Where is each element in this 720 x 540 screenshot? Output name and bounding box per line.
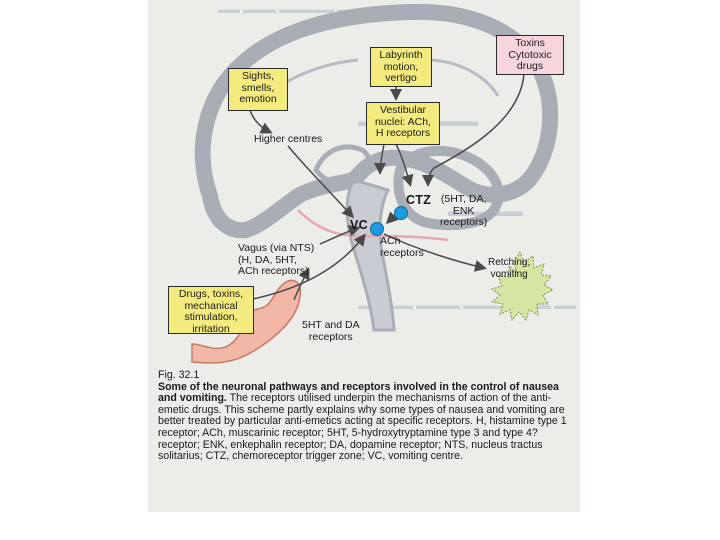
caption-title: Some of the neuronal pathways and recept… — [158, 380, 559, 405]
arrow-stomach-to-vagus — [293, 267, 310, 301]
drugs-toxins-box: Drugs, toxins, mechanical stimulation, i… — [168, 286, 254, 334]
cerebellum — [393, 145, 504, 231]
ctz-receptors-label: (5HT, DA, ENK receptors) — [440, 193, 488, 228]
figure-number: Fig. 32.1 — [158, 369, 200, 381]
vestibular-nuclei-box: Vestibular nuclei: ACh, H receptors — [366, 102, 440, 145]
arrow-vestibular-to-ctz — [395, 143, 414, 187]
labyrinth-box: Labyrinth motion, vertigo — [370, 47, 432, 87]
arrow-vagus-to-vc — [319, 225, 361, 245]
arrow-toxins-to-ctz — [422, 73, 525, 187]
arrow-vc-to-retching — [383, 233, 487, 272]
sights-smells-emotion-box: Sights, smells, emotion — [228, 68, 288, 111]
arrow-sights-to-higher — [249, 109, 273, 134]
arrow-higher-to-vc — [287, 145, 355, 219]
vagus-label: Vagus (via NTS) (H, DA, 5HT, ACh recepto… — [238, 242, 315, 277]
vc-nucleus-dot — [370, 222, 384, 236]
arrow-drugs-to-vc — [247, 233, 366, 301]
textbook-page-scan: ▬▬ ▬▬▬ ▬▬▬▬▬ ▬▬ ▬▬▬ ▬▬▬▬▬▬ ▬▬▬▬▬▬▬▬ ▬▬▬▬… — [148, 0, 580, 512]
retching-vomiting-label: Retching, vomiting — [488, 257, 531, 280]
caption-body: The receptors utilised underpin the mech… — [158, 392, 567, 463]
retching-burst — [490, 250, 555, 322]
arrow-vestibular-down — [374, 143, 387, 175]
figure-caption: Fig. 32.1 Some of the neuronal pathways … — [158, 369, 573, 463]
toxins-box: Toxins Cytotoxic drugs — [496, 35, 564, 75]
vc-label: VC — [350, 218, 368, 232]
brain-cerebrum — [194, 3, 559, 239]
ach-receptors-label: ACh receptors — [380, 235, 424, 259]
gut-receptors-label: 5HT and DA receptors — [302, 319, 360, 343]
higher-centres-label: Higher centres — [254, 133, 323, 145]
ctz-nucleus-dot — [394, 206, 408, 220]
ctz-label: CTZ — [406, 193, 432, 207]
thalamus — [313, 144, 372, 186]
